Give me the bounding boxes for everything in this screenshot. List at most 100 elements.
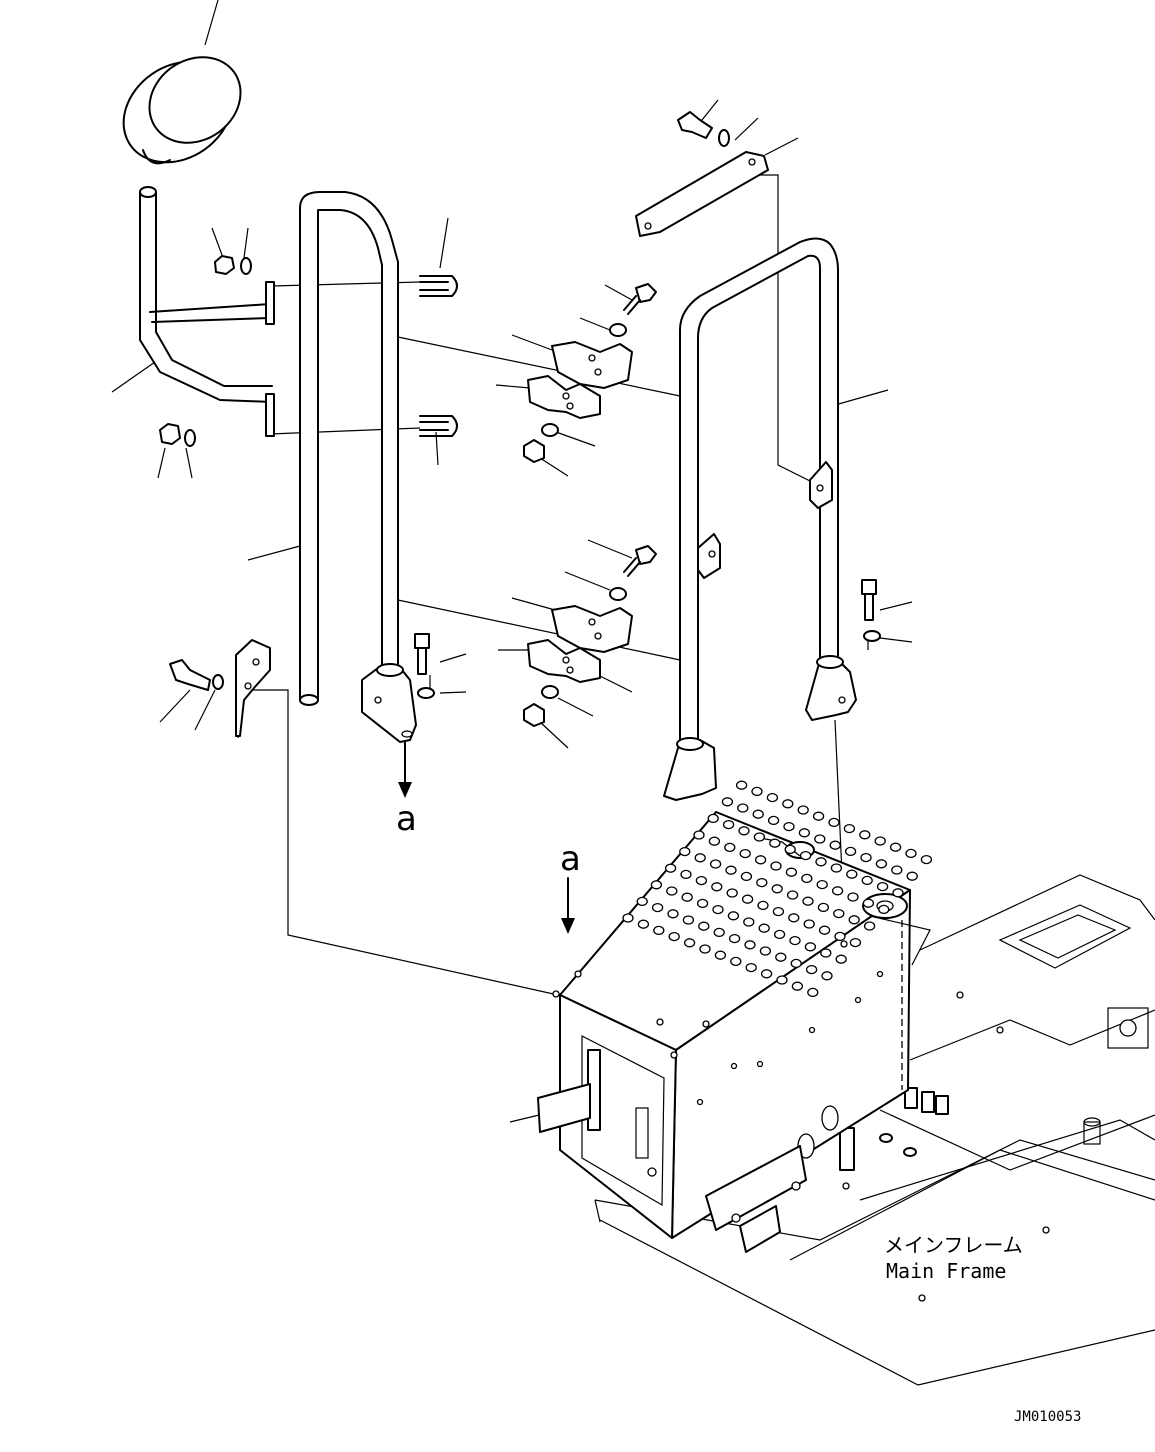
perforation-hole [753,832,766,842]
perforation-hole [728,933,741,944]
perforation-hole [861,875,873,886]
perforation-hole [680,869,692,880]
perforation-hole [859,830,871,840]
perforation-hole [708,836,721,846]
perforation-hole [829,840,841,850]
right-handrail [663,237,881,801]
view-a-label-top: a [396,799,417,839]
perforation-hole [775,952,787,962]
perforation-hole [804,942,817,952]
perforation-hole [892,888,904,898]
perforation-hole [752,809,764,819]
perforation-hole [738,826,750,836]
perforation-holes [622,780,933,998]
perforation-hole [817,902,830,913]
perforation-hole [835,954,847,964]
perforation-hole [812,811,825,821]
mirror-stay [139,186,275,437]
perforation-hole [636,896,648,907]
perforation-hole [771,884,783,894]
perforation-hole [713,927,725,938]
perforation-hole [637,919,650,929]
perforation-hole [906,871,918,881]
perforation-hole [818,925,831,935]
perforation-hole [766,792,779,803]
perforation-hole [760,969,773,979]
perforation-hole [805,964,818,975]
perforation-hole [814,834,826,844]
perforation-hole [699,944,711,954]
perforation-hole [751,786,763,797]
perforation-hole [920,854,933,865]
perforation-hole [737,803,749,813]
perforation-hole [905,848,917,859]
perforation-hole [698,921,710,931]
perforation-hole [653,925,665,936]
perforation-hole [785,867,798,877]
perforation-hole [725,865,737,875]
clamp-upper [523,283,657,463]
perforation-hole [846,869,858,879]
perforation-hole [790,958,802,969]
perforation-hole [744,940,756,950]
perforation-hole [695,875,708,886]
perforation-hole [667,909,679,919]
perforation-hole [743,917,755,927]
perforation-hole [714,950,727,960]
perforation-hole [816,879,828,890]
perforation-hole [831,886,844,896]
bolts-left-foot [169,633,435,737]
perforation-hole [770,861,782,871]
u-bolts [419,275,458,437]
perforation-hole [833,908,845,919]
perforation-hole [683,938,696,948]
perforation-hole [843,823,856,834]
perforation-hole [679,846,691,857]
perforation-hole [863,921,876,931]
perforation-hole [847,892,859,902]
perforation-hole [862,898,875,908]
perforation-hole [783,821,795,832]
perforation-hole [712,904,724,915]
perforation-hole [797,805,809,815]
perforation-hole [664,863,677,873]
perforation-hole [756,877,768,888]
perforation-hole [622,913,634,923]
perforation-hole [802,896,814,906]
perforation-hole [878,904,890,915]
perforation-hole [820,948,832,958]
perforation-hole [782,799,794,809]
perforation-hole [875,859,888,869]
perforation-hole [745,962,757,973]
perforation-hole [740,871,753,882]
perforation-hole [694,853,706,863]
perforation-hole [759,946,772,956]
perforation-hole [757,900,769,911]
main-frame [594,874,1155,1386]
perforation-hole [784,844,796,855]
perforation-hole [848,915,860,925]
perforation-hole [889,842,902,852]
perforation-hole [758,923,770,933]
perforation-hole [789,935,801,946]
perforation-hole [844,846,857,857]
perforation-hole [807,987,819,998]
perforation-hole [709,859,722,869]
perforation-hole [668,931,680,942]
perforation-hole [876,881,889,892]
battery-box [537,811,931,1253]
drawing-number: JM010053 [1014,1409,1081,1425]
perforation-hole [769,838,781,848]
perforation-hole [801,873,813,884]
nuts-left [159,255,252,447]
perforation-hole [834,931,846,942]
stay-rod [635,111,769,237]
perforation-hole [730,956,742,967]
perforation-hole [773,929,786,940]
perforation-hole [874,836,886,846]
perforation-hole [711,882,723,892]
clamp-lower [523,545,657,727]
perforation-hole [666,886,678,896]
perforation-hole [696,898,709,909]
